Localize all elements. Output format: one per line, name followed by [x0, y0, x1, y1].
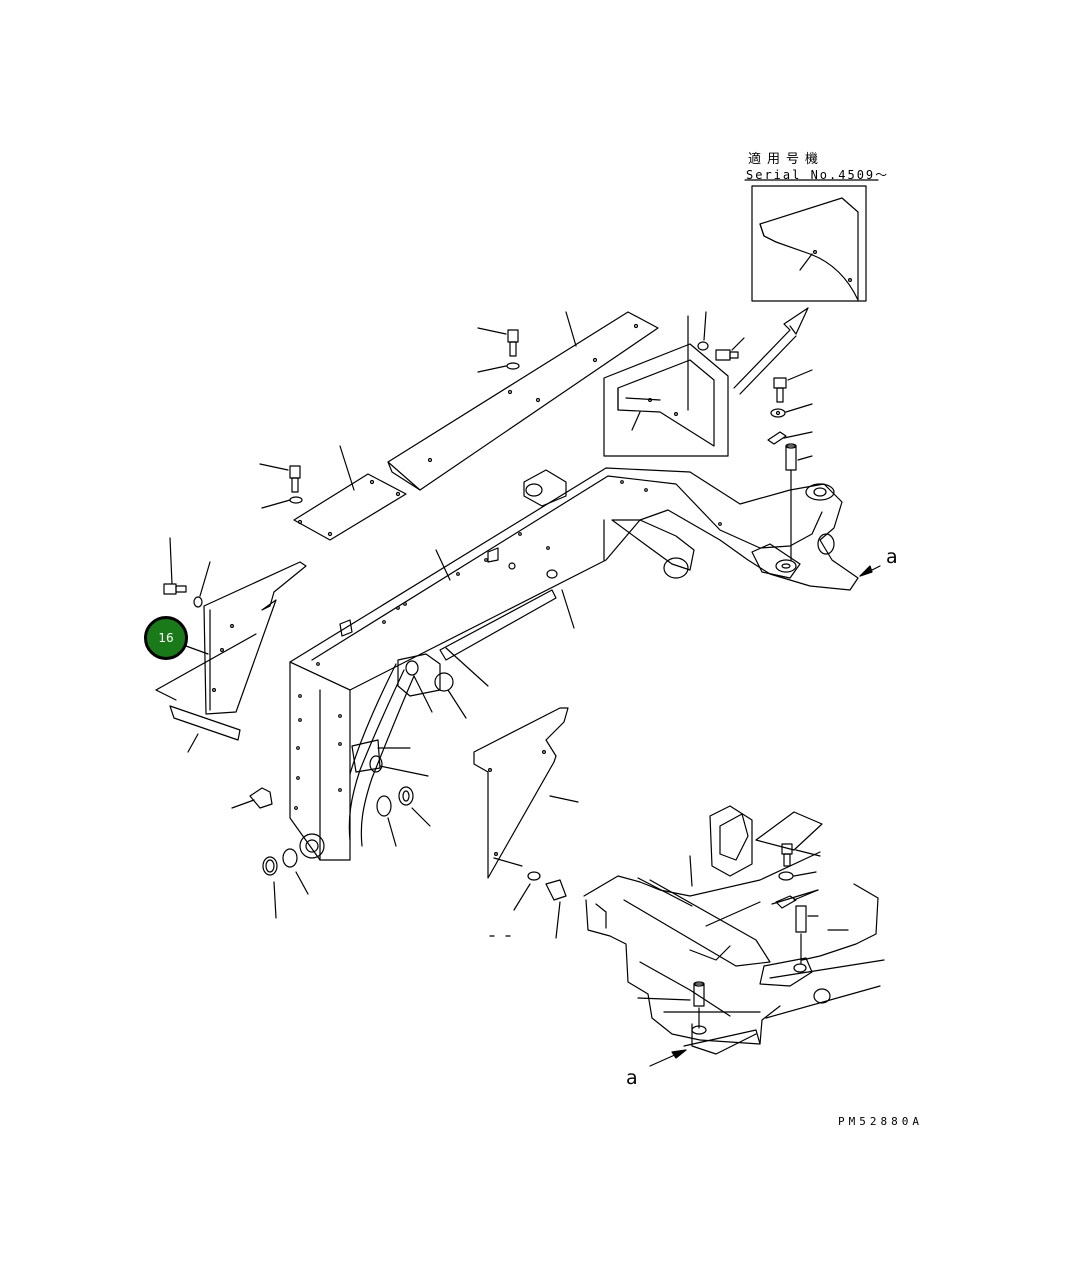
left-bracket-plate: [155, 561, 307, 753]
right-hardware: [767, 369, 813, 561]
side-plate: [473, 707, 579, 939]
reference-arrows: [649, 565, 881, 1067]
applicable-serial-label: 適用号機: [748, 152, 825, 167]
main-frame: [289, 467, 859, 861]
upper-bolts: [259, 327, 520, 509]
inset-arrow: [733, 307, 809, 395]
top-cover-plate: [387, 311, 659, 491]
inset-detail: [744, 179, 879, 302]
drawing-code: PM52880A: [838, 1115, 923, 1128]
reference-mark-right: a: [886, 546, 898, 568]
small-cover-plate: [293, 445, 407, 541]
lower-left-parts: [231, 786, 431, 919]
callout-badge[interactable]: 16: [144, 616, 188, 660]
serial-number-label: Serial No.4509～: [746, 168, 890, 182]
lower-assembly: [583, 805, 885, 1055]
bracket-detail-box: [603, 311, 745, 457]
reference-mark-bottom: a: [626, 1067, 638, 1089]
left-bolts: [163, 537, 211, 608]
